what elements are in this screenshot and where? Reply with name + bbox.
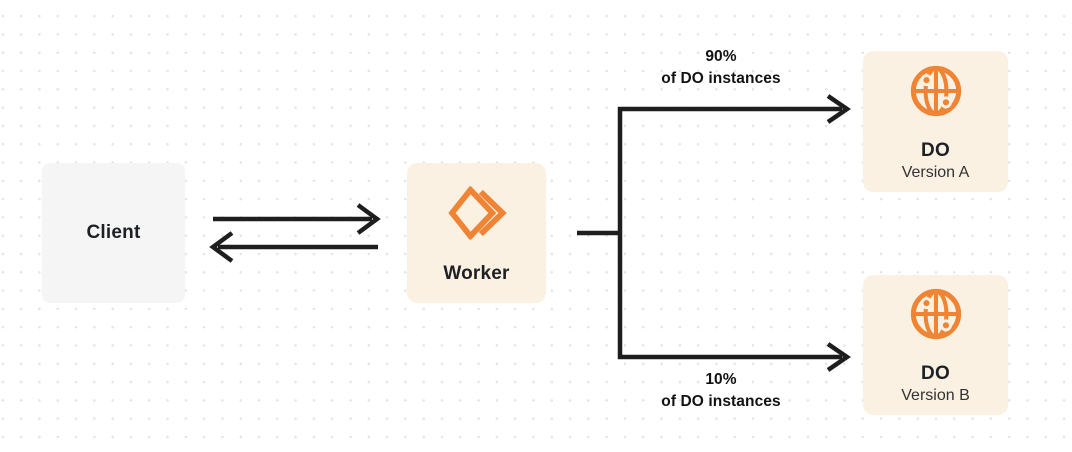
durable-object-globe-icon: [907, 62, 965, 125]
client-label: Client: [86, 222, 141, 243]
branch-fork-line: [617, 106, 842, 360]
arrow-to-do-version-a-head: [826, 94, 851, 124]
top-branch-caption: of DO instances: [661, 70, 781, 87]
bottom-branch-percent: 10%: [705, 371, 737, 388]
workers-logo-icon: [445, 181, 509, 250]
top-branch-percent: 90%: [705, 48, 737, 65]
do-version-b-subtitle: Version B: [901, 387, 970, 404]
do-version-a-subtitle: Version A: [901, 163, 970, 181]
do-version-a-node: DO Version A: [863, 51, 1008, 192]
arrow-to-do-version-b-head: [826, 342, 851, 372]
top-branch-label: 90% of DO instances: [621, 46, 821, 90]
arrow-client-to-worker-head: [356, 203, 381, 235]
arrow-worker-to-client-head: [209, 231, 234, 263]
do-version-a-title: DO: [921, 139, 950, 161]
durable-object-globe-icon: [907, 285, 965, 348]
worker-label: Worker: [443, 263, 510, 284]
client-node: Client: [42, 163, 185, 303]
worker-node: Worker: [407, 163, 546, 303]
bottom-branch-label: 10% of DO instances: [621, 369, 821, 413]
bottom-branch-caption: of DO instances: [661, 393, 781, 410]
do-version-b-node: DO Version B: [863, 275, 1008, 415]
do-version-b-title: DO: [921, 363, 950, 384]
